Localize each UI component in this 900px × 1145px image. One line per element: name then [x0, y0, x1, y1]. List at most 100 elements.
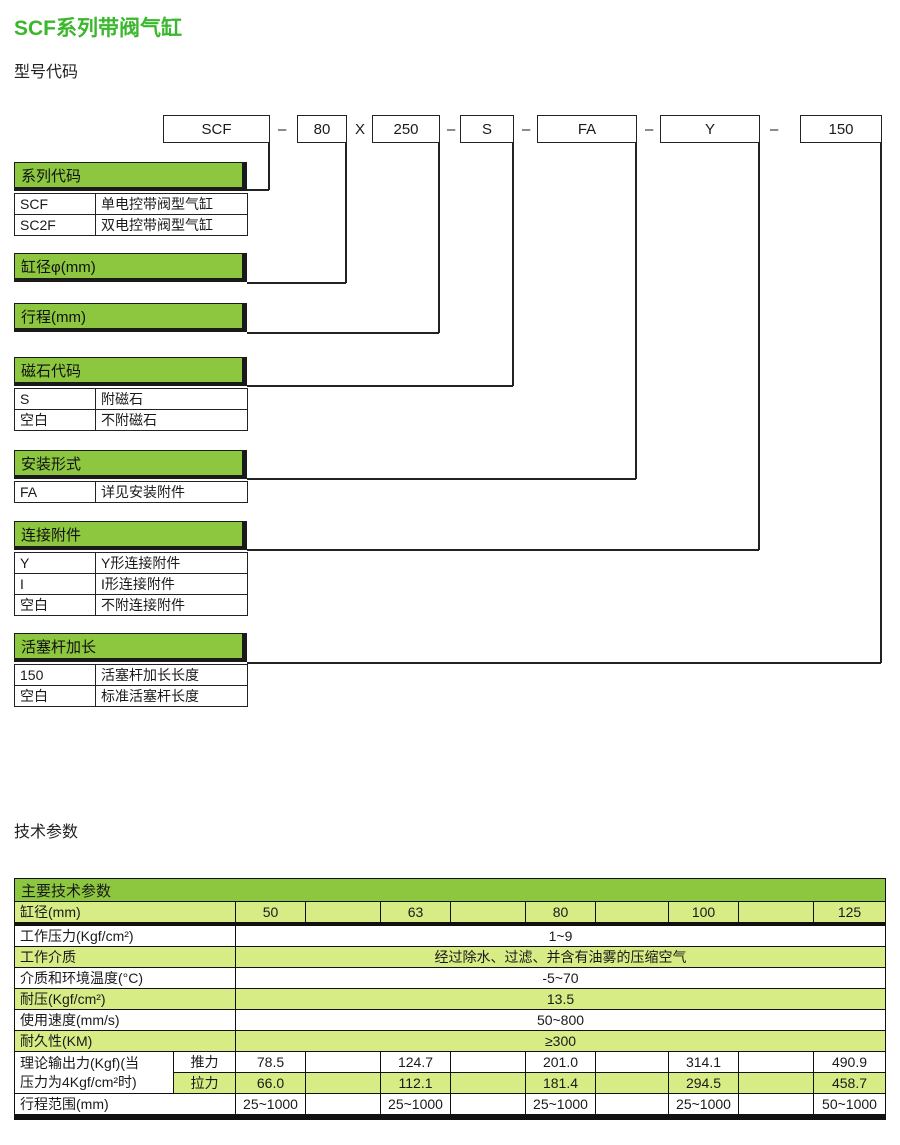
table-row: I I形连接附件 — [14, 573, 248, 595]
desc-cell: 详见安装附件 — [95, 481, 248, 503]
row-label: 耐压(Kgf/cm²) — [14, 988, 236, 1010]
spacer-cell — [450, 901, 526, 926]
bore-row: 缸径(mm) 50 63 80 100 125 — [14, 901, 886, 926]
push-value: 490.9 — [813, 1051, 886, 1073]
code-cell: 空白 — [14, 594, 96, 616]
durability-row: 耐久性(KM) ≥300 — [14, 1030, 886, 1052]
series-code-table: SCF 单电控带阀型气缸 SC2F 双电控带阀型气缸 — [14, 193, 248, 236]
section-header-attachment: 连接附件 — [14, 521, 247, 550]
stroke-value: 25~1000 — [525, 1093, 596, 1120]
spacer-cell — [450, 1072, 526, 1094]
pull-value: 294.5 — [668, 1072, 739, 1094]
row-value: -5~70 — [235, 967, 886, 989]
code-cell: FA — [14, 481, 96, 503]
output-force-label: 理论输出力(Kgf)(当 压力为4Kgf/cm²时) — [14, 1051, 174, 1094]
section-header-stroke: 行程(mm) — [14, 303, 247, 332]
bore-value: 80 — [525, 901, 596, 926]
spacer-cell — [738, 1051, 814, 1073]
table-row: FA 详见安装附件 — [14, 481, 248, 503]
row-value: 13.5 — [235, 988, 886, 1010]
pull-force-row: 拉力 66.0 112.1 181.4 294.5 458.7 — [15, 1072, 886, 1094]
spacer-cell — [738, 1093, 814, 1120]
row-value: 1~9 — [235, 923, 886, 947]
spacer-cell — [595, 901, 669, 926]
output-force-label-line1: 理论输出力(Kgf)(当 — [20, 1055, 139, 1072]
push-label: 推力 — [173, 1051, 236, 1073]
section-header-magnet-code: 磁石代码 — [14, 357, 247, 386]
connector-line — [758, 143, 760, 550]
connector-line — [247, 549, 759, 551]
table-row: SC2F 双电控带阀型气缸 — [14, 214, 248, 236]
code-cell: S — [14, 388, 96, 410]
bore-value: 125 — [813, 901, 886, 926]
connector-line — [247, 478, 636, 480]
table-row: Y Y形连接附件 — [14, 552, 248, 574]
code-cell: 空白 — [14, 409, 96, 431]
pull-value: 66.0 — [235, 1072, 306, 1094]
bore-value: 50 — [235, 901, 306, 926]
stroke-range-row: 行程范围(mm) 25~1000 25~1000 25~1000 25~1000… — [14, 1093, 886, 1120]
speed-row: 使用速度(mm/s) 50~800 — [14, 1009, 886, 1031]
code-box-magnet: S — [460, 115, 514, 143]
code-cell: I — [14, 573, 96, 595]
push-value: 124.7 — [380, 1051, 451, 1073]
bore-value: 63 — [380, 901, 451, 926]
code-cell: Y — [14, 552, 96, 574]
section-header-series-code: 系列代码 — [14, 162, 247, 191]
section-header-mounting: 安装形式 — [14, 450, 247, 479]
push-value: 314.1 — [668, 1051, 739, 1073]
spacer-cell — [450, 1051, 526, 1073]
table-row: 空白 不附磁石 — [14, 409, 248, 431]
mounting-table: FA 详见安装附件 — [14, 481, 248, 503]
spacer-cell — [305, 1051, 381, 1073]
table-row: 150 活塞杆加长长度 — [14, 664, 248, 686]
connector-line — [438, 143, 440, 333]
code-box-series: SCF — [163, 115, 270, 143]
temperature-row: 介质和环境温度(°C) -5~70 — [14, 967, 886, 989]
desc-cell: 不附连接附件 — [95, 594, 248, 616]
table-row: 空白 不附连接附件 — [14, 594, 248, 616]
pull-value: 458.7 — [813, 1072, 886, 1094]
table-header-row: 主要技术参数 — [14, 878, 886, 902]
code-separator: – — [447, 120, 456, 138]
pressure-row: 工作压力(Kgf/cm²) 1~9 — [14, 923, 886, 947]
stroke-value: 25~1000 — [380, 1093, 451, 1120]
spacer-cell — [305, 901, 381, 926]
connector-line — [247, 332, 439, 334]
section-header-rod-extension: 活塞杆加长 — [14, 633, 247, 662]
desc-cell: I形连接附件 — [95, 573, 248, 595]
push-value: 78.5 — [235, 1051, 306, 1073]
spacer-cell — [738, 1072, 814, 1094]
magnet-code-table: S 附磁石 空白 不附磁石 — [14, 388, 248, 431]
code-cell: 空白 — [14, 685, 96, 707]
medium-row: 工作介质 经过除水、过滤、并含有油雾的压缩空气 — [14, 946, 886, 968]
connector-line — [247, 189, 269, 191]
connector-line — [345, 143, 347, 283]
tech-params-table: 主要技术参数 缸径(mm) 50 63 80 100 125 工作压力(Kgf/… — [14, 878, 886, 1120]
row-value: ≥300 — [235, 1030, 886, 1052]
code-separator: – — [522, 120, 531, 138]
desc-cell: 标准活塞杆长度 — [95, 685, 248, 707]
row-label: 工作压力(Kgf/cm²) — [14, 923, 236, 947]
stroke-value: 25~1000 — [668, 1093, 739, 1120]
table-title: 主要技术参数 — [14, 878, 886, 902]
code-cell: 150 — [14, 664, 96, 686]
bore-value: 100 — [668, 901, 739, 926]
desc-cell: 附磁石 — [95, 388, 248, 410]
pull-label: 拉力 — [173, 1072, 236, 1094]
row-label: 使用速度(mm/s) — [14, 1009, 236, 1031]
code-box-stroke: 250 — [372, 115, 440, 143]
spacer-cell — [595, 1093, 669, 1120]
tech-params-heading: 技术参数 — [14, 824, 79, 841]
row-label: 缸径(mm) — [14, 901, 236, 926]
row-label: 行程范围(mm) — [14, 1093, 236, 1120]
row-value: 经过除水、过滤、并含有油雾的压缩空气 — [235, 946, 886, 968]
connector-line — [512, 143, 514, 386]
pull-value: 181.4 — [525, 1072, 596, 1094]
code-box-bore: 80 — [297, 115, 347, 143]
stroke-value: 50~1000 — [813, 1093, 886, 1120]
table-row: SCF 单电控带阀型气缸 — [14, 193, 248, 215]
section-header-bore: 缸径φ(mm) — [14, 253, 247, 282]
pull-value: 112.1 — [380, 1072, 451, 1094]
